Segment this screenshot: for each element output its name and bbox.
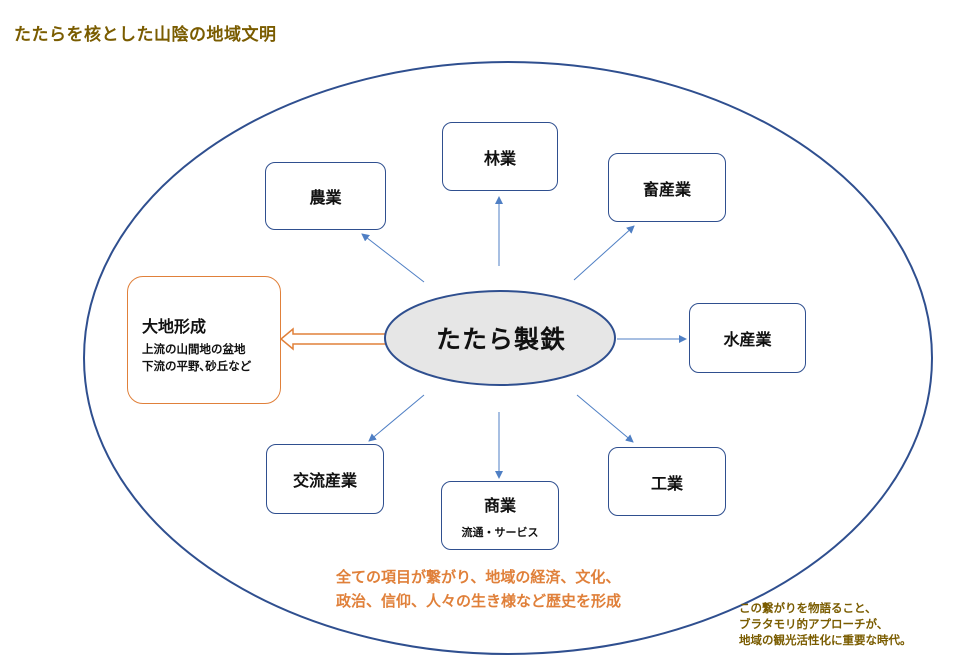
diagram-title: たたらを核とした山陰の地域文明: [14, 25, 277, 45]
arrow-to-landform: [279, 327, 387, 351]
summary-text: 全ての項目が繋がり、地域の経済、文化、 政治、信仰、人々の生き様など歴史を形成: [336, 565, 666, 613]
center-ellipse: [384, 290, 616, 386]
node-livestock-label: 畜産業: [642, 179, 691, 199]
node-transport-label: 交流産業: [292, 471, 357, 490]
node-landform-line-1: 上流の山間地の盆地: [142, 342, 246, 356]
summary-line-2: 政治、信仰、人々の生き様など歴史を形成: [336, 592, 622, 610]
node-commerce-label: 商業: [483, 495, 516, 515]
node-livestock: 畜産業: [608, 153, 726, 222]
node-agriculture: 農業: [265, 162, 386, 230]
node-landform-line-2: 下流の平野､砂丘など: [142, 359, 252, 373]
node-forestry-label: 林業: [483, 148, 516, 168]
node-landform-label: 大地形成: [142, 317, 207, 336]
closing-note: この繋がりを物語ること、 ブラタモリ的アプローチが、 地域の観光活性化に重要な時…: [739, 600, 912, 648]
node-forestry: 林業: [442, 122, 558, 191]
node-industry-label: 工業: [650, 473, 683, 493]
center-label: たたら製鉄: [435, 325, 566, 354]
arrow-to-transport: [368, 394, 425, 442]
node-transport: 交流産業: [266, 444, 384, 514]
node-commerce-sublabel: 流通・サービス: [461, 525, 539, 539]
summary-line-1: 全ての項目が繋がり、地域の経済、文化、: [336, 568, 621, 586]
closing-line-2: ブラタモリ的アプローチが、: [739, 617, 889, 631]
connector-arrows: [361, 196, 687, 479]
node-commerce: 商業 流通・サービス: [441, 481, 559, 550]
arrow-to-livestock: [573, 225, 635, 281]
closing-line-3: 地域の観光活性化に重要な時代。: [739, 633, 912, 647]
node-landform: 大地形成 上流の山間地の盆地 下流の平野､砂丘など: [127, 276, 281, 404]
node-fishery: 水産業: [689, 303, 806, 373]
node-industry: 工業: [608, 447, 726, 516]
closing-line-1: この繋がりを物語ること、: [739, 601, 877, 615]
arrow-to-agriculture: [361, 233, 425, 283]
node-agriculture-label: 農業: [309, 188, 342, 207]
arrow-to-industry: [576, 394, 634, 443]
node-fishery-label: 水産業: [723, 330, 772, 349]
outer-ellipse: [83, 61, 933, 655]
